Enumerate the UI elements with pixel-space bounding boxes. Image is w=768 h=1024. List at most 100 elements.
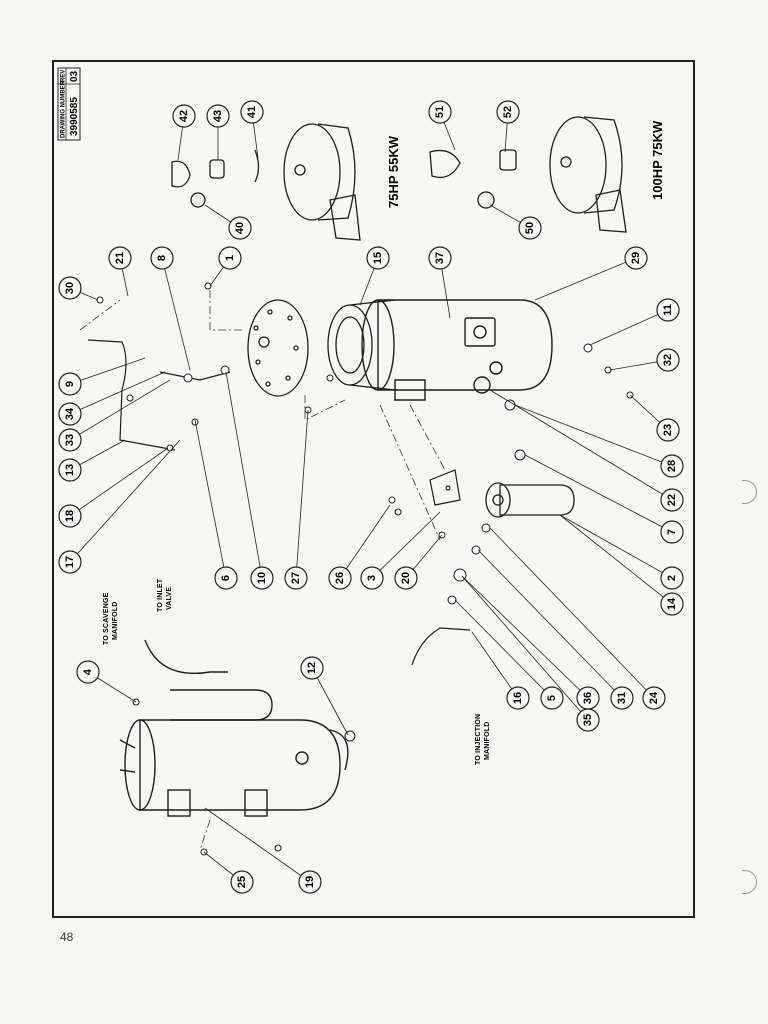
leader-line-27 (295, 409, 309, 579)
callout-23: 23 (656, 418, 680, 442)
callout-number: 3 (366, 575, 378, 581)
callout-51: 51 (428, 100, 452, 124)
callout-number: 36 (582, 692, 594, 704)
leader-line-3 (371, 511, 441, 579)
callout-10: 10 (250, 566, 274, 590)
callout-15: 15 (366, 246, 390, 270)
callout-number: 9 (64, 381, 76, 387)
callout-34: 34 (58, 402, 82, 426)
callout-number: 32 (662, 354, 674, 366)
svg-text:TO INLET: TO INLET (157, 578, 164, 612)
callout-8: 8 (150, 246, 174, 270)
drawing-number: 3990585 (69, 97, 80, 136)
callout-number: 14 (666, 597, 678, 610)
callout-number: 13 (64, 464, 76, 476)
leader-line-12 (311, 667, 349, 736)
svg-text:MANIFOLD: MANIFOLD (112, 601, 119, 640)
callout-33: 33 (58, 428, 82, 452)
callout-30: 30 (58, 276, 82, 300)
leader-line-31 (477, 549, 623, 699)
hoses (87, 339, 471, 666)
note-injection: TO INJECTION MANIFOLD (475, 714, 491, 765)
head-assembly-100hp (429, 116, 627, 233)
callout-29: 29 (624, 246, 648, 270)
callout-number: 5 (546, 695, 558, 701)
callout-number: 4 (82, 668, 94, 675)
leader-line-11 (589, 309, 669, 346)
callout-number: 6 (220, 575, 232, 581)
callout-number: 34 (64, 407, 76, 420)
callout-number: 7 (666, 529, 678, 535)
callout-6: 6 (214, 566, 238, 590)
callout-number: 22 (666, 494, 678, 506)
callout-number: 12 (306, 662, 318, 674)
leader-line-18 (69, 447, 169, 517)
callout-4: 4 (76, 660, 100, 684)
callout-number: 51 (434, 106, 446, 118)
callout-number: 35 (582, 714, 594, 726)
callout-number: 29 (630, 252, 642, 264)
callout-25: 25 (230, 870, 254, 894)
leader-line-10 (225, 371, 263, 579)
leader-line-5 (454, 599, 553, 699)
svg-text:TO INJECTION: TO INJECTION (475, 714, 482, 765)
fittings (96, 282, 634, 856)
callout-number: 40 (234, 222, 246, 234)
callout-42: 42 (172, 104, 196, 128)
callout-number: 17 (64, 556, 76, 568)
leader-line-24 (489, 527, 655, 699)
leader-line-35 (461, 575, 589, 721)
svg-text:VALVE: VALVE (166, 587, 173, 610)
drawing-frame (52, 60, 695, 918)
callout-number: 43 (212, 110, 224, 122)
callout-number: 11 (662, 304, 674, 316)
callout-26: 26 (328, 566, 352, 590)
callout-20: 20 (394, 566, 418, 590)
callout-number: 1 (224, 255, 236, 261)
drawing-rev: 03 (69, 70, 80, 82)
head-assembly-75hp (171, 123, 361, 241)
callout-number: 10 (256, 572, 268, 584)
callout-number: 28 (666, 460, 678, 472)
rev-label: REV (61, 70, 67, 82)
leader-line-6 (194, 419, 227, 579)
callout-32: 32 (656, 348, 680, 372)
leader-line-29 (534, 257, 637, 301)
callout-52: 52 (496, 100, 520, 124)
callout-13: 13 (58, 458, 82, 482)
leader-line-8 (161, 257, 191, 371)
callout-number: 31 (616, 692, 628, 704)
oil-filter (485, 482, 575, 518)
note-inlet: TO INLET VALVE (157, 578, 173, 612)
callout-18: 18 (58, 504, 82, 528)
callout-number: 18 (64, 510, 76, 522)
page-number: 48 (60, 930, 74, 944)
separator-element (327, 299, 396, 391)
callout-16: 16 (506, 686, 530, 710)
leader-line-19 (204, 807, 311, 883)
model-label-upper: 75HP 55KW (386, 135, 401, 208)
callout-number: 23 (662, 424, 674, 436)
callout-5: 5 (540, 686, 564, 710)
callout-19: 19 (298, 870, 322, 894)
callout-11: 11 (656, 298, 680, 322)
callout-21: 21 (108, 246, 132, 270)
assembly-centerlines (79, 290, 446, 851)
leader-lines (69, 111, 673, 883)
leader-line-28 (514, 404, 673, 467)
svg-text:MANIFOLD: MANIFOLD (484, 721, 491, 760)
drawing-number-label: DRAWING NUMBER (61, 80, 67, 138)
callout-24: 24 (642, 686, 666, 710)
callout-number: 27 (290, 572, 302, 584)
receiver-tank (361, 299, 553, 401)
leader-line-2 (559, 514, 673, 579)
leader-line-7 (524, 454, 673, 533)
callout-number: 21 (114, 252, 126, 264)
callout-37: 37 (428, 246, 452, 270)
callout-35: 35 (576, 708, 600, 732)
callout-number: 30 (64, 282, 76, 294)
callout-43: 43 (206, 104, 230, 128)
callout-number: 24 (648, 691, 660, 704)
callout-balloons: 1234567891011121314151617181920212223242… (58, 100, 684, 894)
